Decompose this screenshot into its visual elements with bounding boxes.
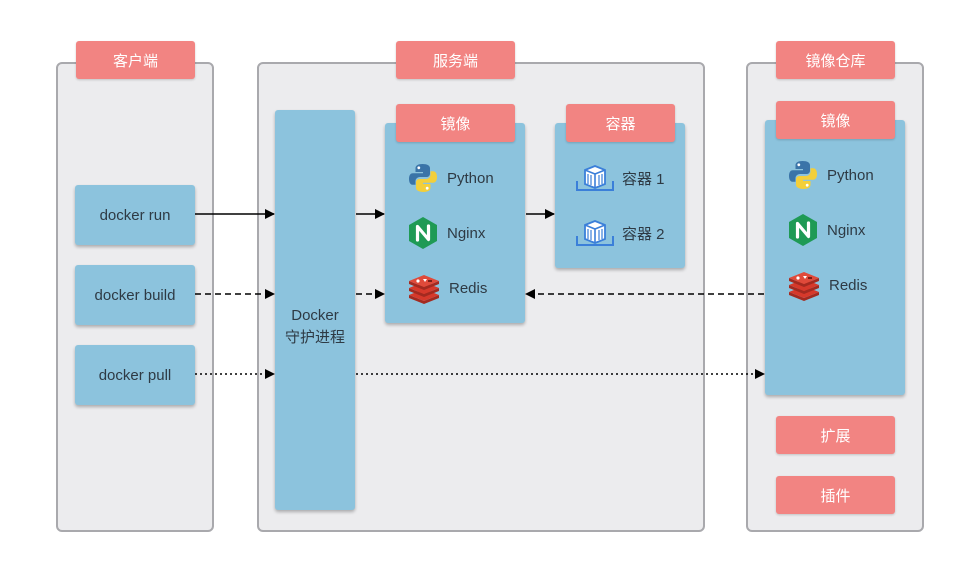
client-tag: 客户端 (76, 41, 195, 79)
extensions-tag: 扩展 (776, 416, 895, 454)
server-containers-tag: 容器 (566, 104, 675, 142)
server-image-redis: Redis (407, 271, 487, 305)
nginx-icon (409, 217, 437, 249)
container-icon (576, 220, 614, 246)
python-icon (789, 161, 817, 189)
container-2-label: 容器 2 (622, 225, 665, 243)
server-image-python: Python (407, 161, 494, 195)
registry-image-redis-label: Redis (829, 276, 868, 294)
docker-daemon-label: Docker 守护进程 (275, 305, 355, 349)
registry-image-redis: Redis (787, 268, 867, 302)
docker-daemon-line1: Docker (291, 307, 339, 324)
docker-daemon-box: Docker 守护进程 (275, 110, 355, 510)
docker-daemon-line2: 守护进程 (284, 329, 345, 346)
registry-image-nginx: Nginx (787, 213, 865, 247)
server-images-box (385, 123, 525, 323)
server-tag: 服务端 (396, 41, 515, 79)
registry-image-python-label: Python (827, 166, 874, 184)
docker-build-box: docker build (75, 265, 195, 325)
registry-images-box (765, 120, 905, 395)
docker-pull-box: docker pull (75, 345, 195, 405)
redis-icon (409, 275, 439, 304)
registry-images-tag: 镜像 (776, 101, 895, 139)
server-image-redis-label: Redis (449, 279, 488, 297)
registry-tag: 镜像仓库 (776, 41, 895, 79)
server-images-tag: 镜像 (396, 104, 515, 142)
server-image-nginx-label: Nginx (447, 224, 486, 242)
plugins-tag: 插件 (776, 476, 895, 514)
python-icon (409, 164, 437, 192)
nginx-icon (789, 214, 817, 246)
registry-image-python: Python (787, 158, 874, 192)
container-1: 容器 1 (576, 162, 665, 194)
redis-icon (789, 272, 819, 301)
docker-run-box: docker run (75, 185, 195, 245)
server-image-python-label: Python (447, 169, 494, 187)
container-2: 容器 2 (576, 217, 665, 249)
server-image-nginx: Nginx (407, 216, 485, 250)
registry-image-nginx-label: Nginx (827, 221, 866, 239)
container-icon (576, 165, 614, 191)
container-1-label: 容器 1 (622, 170, 665, 188)
